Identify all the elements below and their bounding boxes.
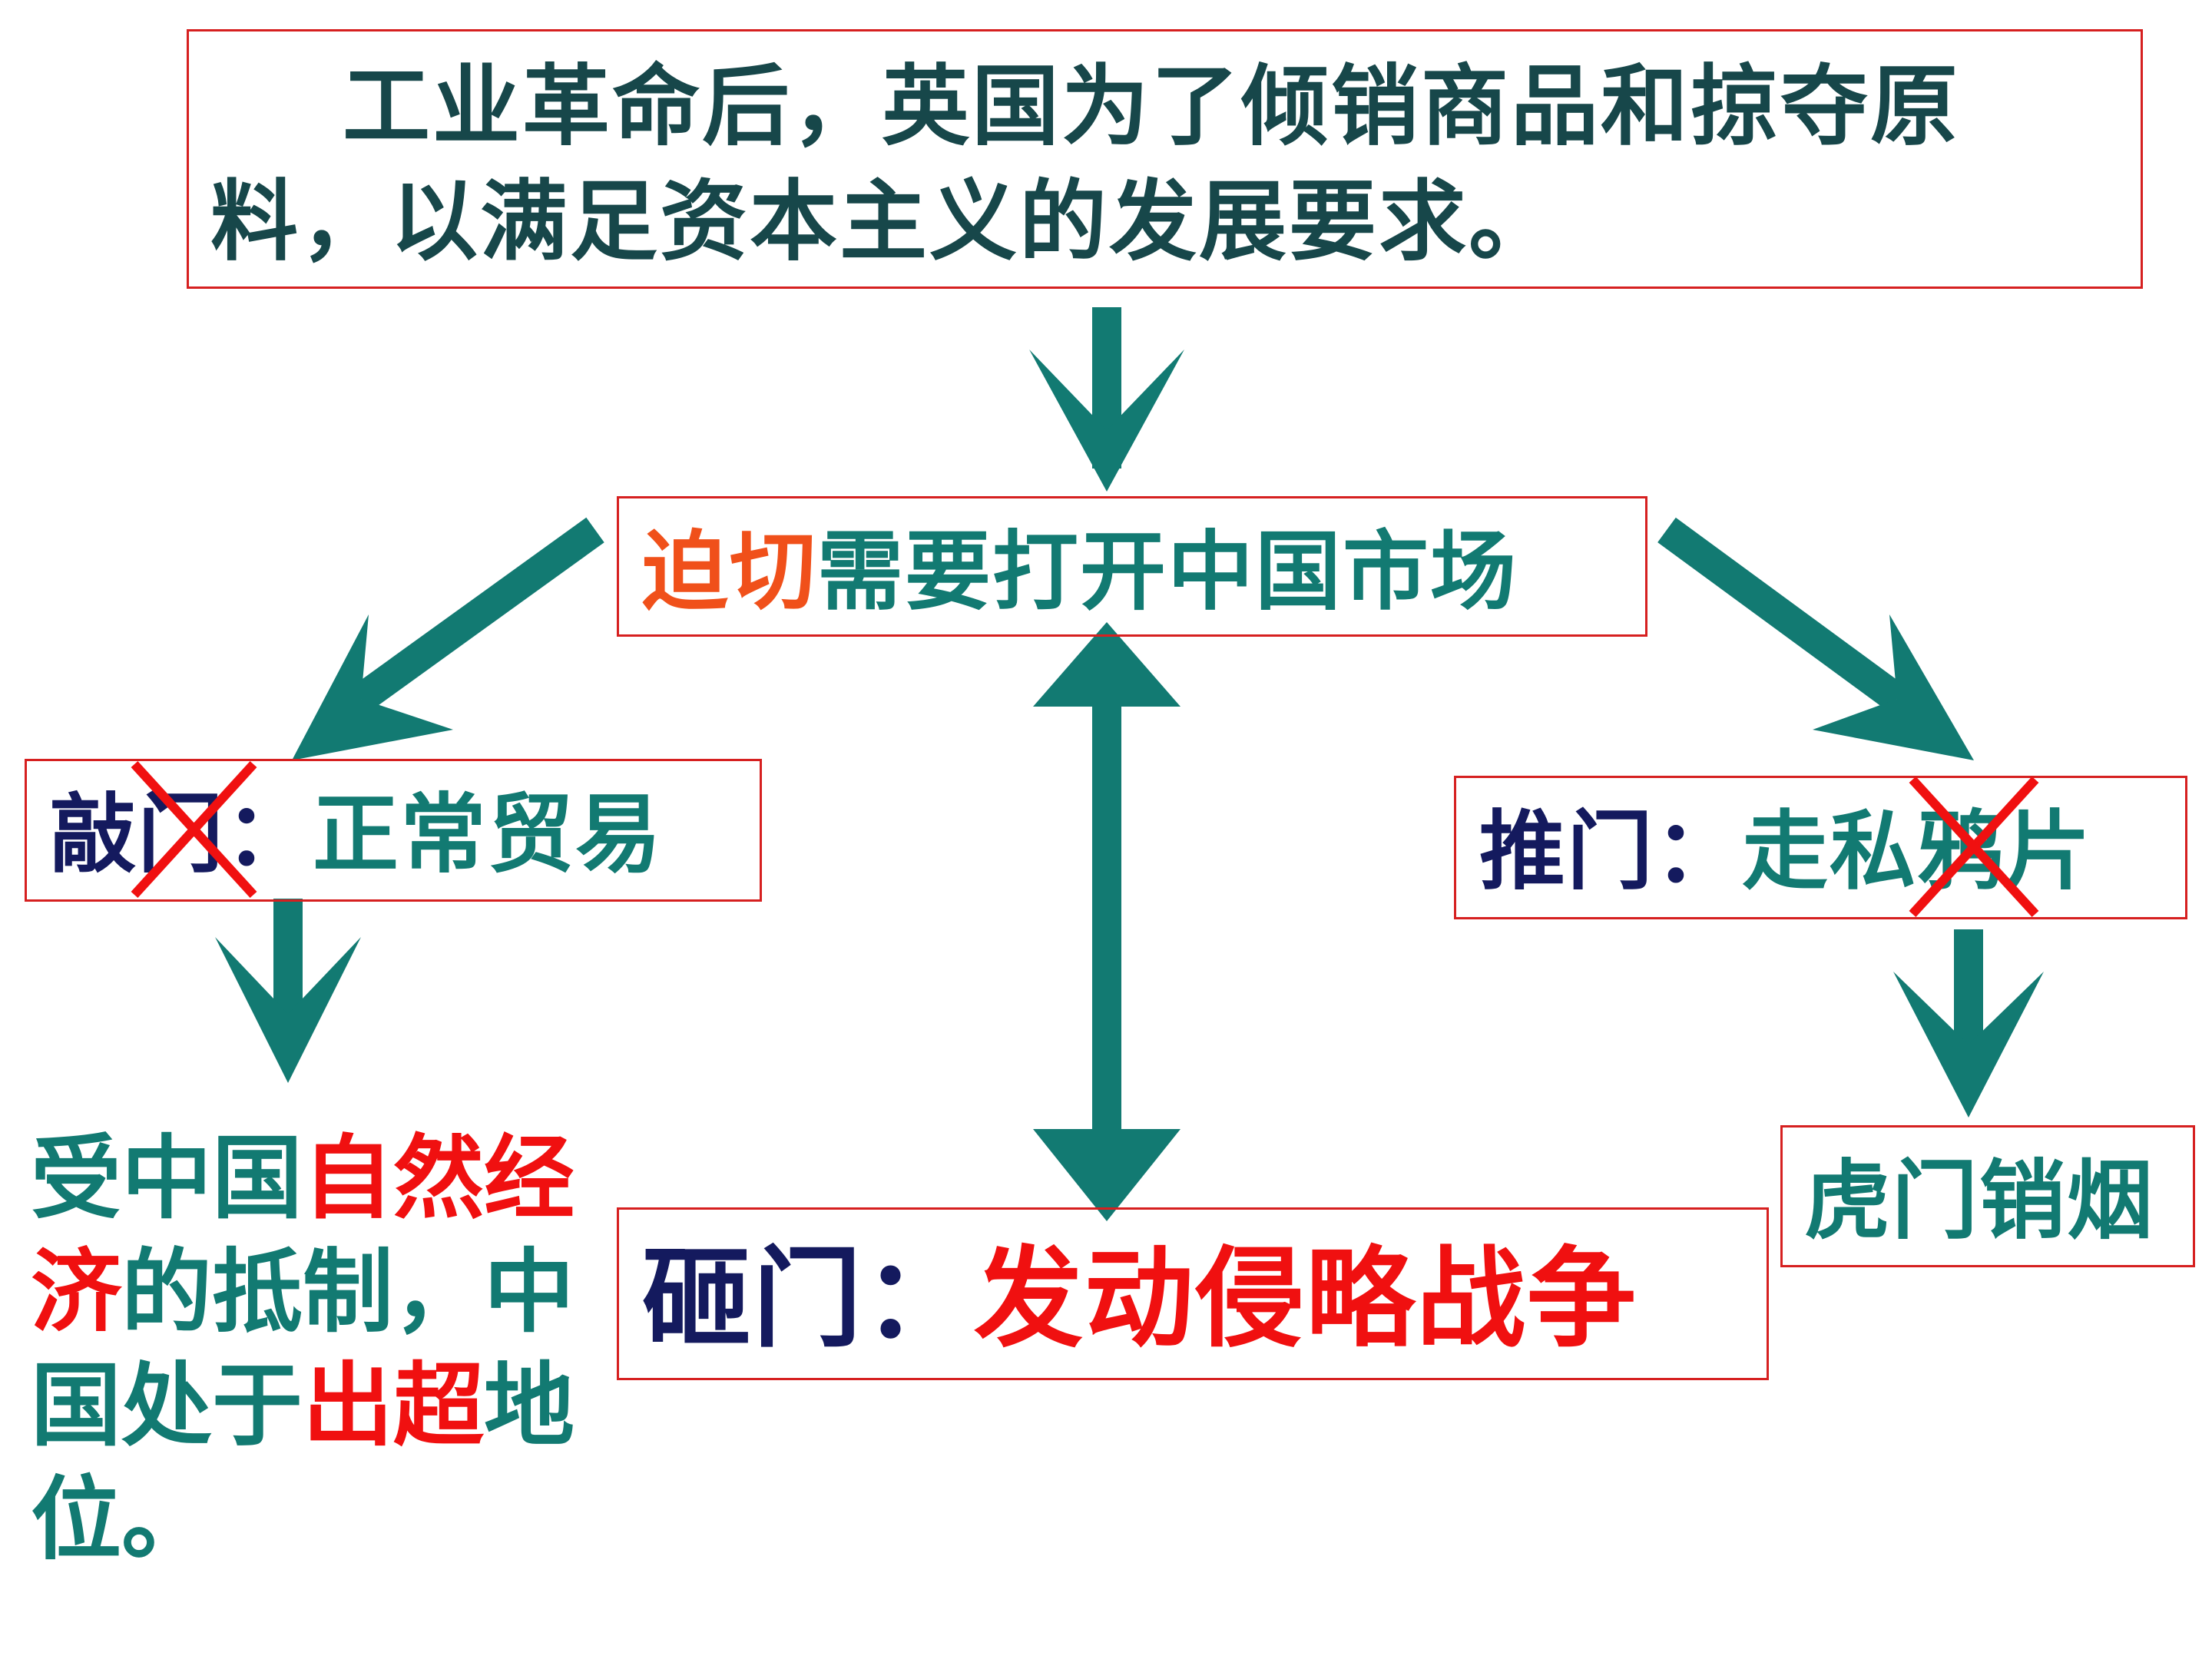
- left-result-l1a: 受中国: [31, 1124, 303, 1231]
- smash-door-box: 砸门：发动侵略战争: [617, 1207, 1769, 1380]
- smash-colon: ：: [863, 1235, 974, 1363]
- top-statement-box: 工业革命后，英国为了倾销商品和掠夺原 料，以满足资本主义的发展要求。: [187, 29, 2143, 289]
- left-result-line4: 位。: [31, 1465, 213, 1572]
- push-colon: ：: [1654, 801, 1742, 902]
- push-label: 推门: [1479, 801, 1654, 902]
- top-statement-line1: 工业革命后，英国为了倾销商品和掠夺原: [343, 55, 1961, 157]
- smash-label: 砸门: [642, 1235, 863, 1363]
- left-result-l2b: 的抵制，中: [121, 1238, 575, 1345]
- arrow-down-left: [215, 899, 361, 1083]
- cross-mark-left: [131, 760, 257, 899]
- smash-content: 发动侵略战争: [974, 1235, 1637, 1363]
- knock-content: 正常贸易: [313, 784, 663, 885]
- left-result-line3: 国处于出超地: [31, 1349, 630, 1462]
- top-statement-line2: 料，以满足资本主义的发展要求。: [210, 170, 1559, 273]
- left-result-l3a: 国处于: [31, 1352, 303, 1459]
- push-content-a: 走私: [1742, 801, 1917, 902]
- left-result-l3c: 地: [484, 1352, 575, 1459]
- knock-door-text: 敲门：正常贸易: [50, 792, 663, 878]
- center-need-text: 迫切需要打开中国市场: [642, 529, 1518, 615]
- humen-text: 虎门销烟: [1804, 1151, 2154, 1251]
- arrow-down-top: [1029, 307, 1184, 492]
- knock-colon: ：: [225, 784, 313, 885]
- smash-door-text: 砸门：发动侵略战争: [642, 1244, 1637, 1353]
- cross-mark-right: [1909, 776, 2039, 918]
- arrow-diag-left: [292, 517, 604, 760]
- knock-label-b: 门: [137, 784, 225, 885]
- left-result-l2a: 济: [31, 1238, 122, 1345]
- arrow-down-right: [1893, 929, 2044, 1118]
- center-need-box: 迫切需要打开中国市场: [617, 496, 1647, 637]
- left-result-text: 受中国自然经 济的抵制，中 国处于出超地 位。: [31, 1121, 630, 1576]
- left-result-l1b: 自然经: [303, 1124, 575, 1231]
- push-door-box: 推门：走私鸦片: [1454, 776, 2187, 919]
- humen-box: 虎门销烟: [1780, 1125, 2195, 1267]
- left-result-l3b: 出超: [303, 1352, 485, 1459]
- arrow-double-center: [1033, 622, 1181, 1221]
- knock-door-box: 敲门：正常贸易: [25, 759, 762, 902]
- left-result-line1: 受中国自然经: [31, 1121, 630, 1235]
- left-result-line2: 济的抵制，中: [31, 1235, 630, 1349]
- knock-label-a: 敲: [50, 784, 137, 885]
- center-need-prefix: 迫切: [642, 522, 817, 622]
- center-need-rest: 需要打开中国市场: [817, 522, 1518, 622]
- arrow-diag-right: [1657, 517, 1974, 760]
